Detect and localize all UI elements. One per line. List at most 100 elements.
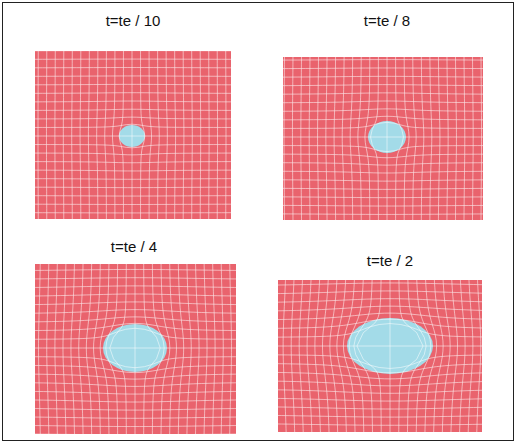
mesh-line xyxy=(152,264,164,434)
mesh-line xyxy=(283,93,483,95)
mesh-line xyxy=(396,57,404,220)
mesh-line xyxy=(35,425,236,427)
mesh-line xyxy=(35,416,236,418)
mesh-line xyxy=(278,389,482,393)
mesh-line xyxy=(35,84,231,86)
mesh-line xyxy=(433,280,443,432)
mesh-line xyxy=(217,51,218,219)
mesh-line xyxy=(283,85,483,86)
mesh-line xyxy=(169,264,176,434)
mesh-line xyxy=(283,122,483,128)
mesh-line xyxy=(186,264,191,434)
mesh-line xyxy=(278,319,482,329)
mesh-line xyxy=(358,57,362,220)
mesh-line xyxy=(35,124,231,127)
mesh-line xyxy=(166,51,167,219)
mesh-line xyxy=(283,76,483,77)
mesh-line xyxy=(467,280,473,432)
mesh-line xyxy=(278,324,482,338)
mesh-line xyxy=(350,57,353,220)
mesh-line xyxy=(35,365,236,373)
mesh-line xyxy=(158,51,160,219)
mesh-line xyxy=(212,264,215,434)
mesh-line xyxy=(35,269,236,271)
panel-title: t=te / 4 xyxy=(109,238,159,256)
mesh-line xyxy=(450,280,458,432)
panel-title: t=te / 8 xyxy=(362,12,412,30)
mesh-line xyxy=(88,51,89,219)
mesh-line xyxy=(365,57,370,220)
mesh-line xyxy=(309,57,310,220)
mesh-line xyxy=(291,280,296,432)
mesh-line xyxy=(421,57,424,220)
mesh-grid xyxy=(283,57,483,220)
mesh-line xyxy=(35,153,231,155)
mesh-line xyxy=(278,406,482,409)
mesh-grid xyxy=(35,51,231,219)
mesh-line xyxy=(278,380,482,385)
mesh-line xyxy=(278,283,482,286)
mesh-line xyxy=(141,51,145,219)
mesh-line xyxy=(337,280,347,432)
mesh-line xyxy=(315,280,322,432)
mesh-line xyxy=(35,145,231,148)
mesh-line xyxy=(35,162,231,163)
mesh-line xyxy=(475,280,480,432)
mesh-line xyxy=(35,187,231,189)
mesh-line xyxy=(278,313,482,320)
mesh-line xyxy=(35,92,231,94)
mesh-line xyxy=(112,51,115,219)
mesh-line xyxy=(326,57,328,220)
mesh-line xyxy=(278,398,482,402)
mesh-line xyxy=(225,51,226,219)
mesh-line xyxy=(35,195,231,196)
mesh-line xyxy=(283,188,483,189)
mesh-line xyxy=(447,57,449,220)
mesh-line xyxy=(203,264,207,434)
mesh-line xyxy=(283,137,483,138)
mesh-line xyxy=(35,136,231,137)
mesh-line xyxy=(430,57,432,220)
mesh-line xyxy=(278,432,482,433)
mesh-line xyxy=(283,163,483,166)
mesh-line xyxy=(71,264,75,434)
mesh-line xyxy=(413,57,417,220)
mesh-line xyxy=(283,171,483,173)
mesh-line xyxy=(191,51,193,219)
mesh-line xyxy=(455,57,456,220)
mesh-line xyxy=(283,280,287,432)
mesh-line xyxy=(283,59,483,61)
mesh-line xyxy=(278,291,482,295)
mesh-line xyxy=(441,280,450,432)
mesh-line xyxy=(278,346,482,347)
mesh-line xyxy=(283,146,483,152)
solid-domain xyxy=(283,57,483,220)
mesh-line xyxy=(480,57,482,220)
panel-title: t=te / 2 xyxy=(365,252,415,270)
mesh-line xyxy=(110,264,127,434)
mesh-line xyxy=(35,117,231,119)
mesh-line xyxy=(283,109,483,112)
mesh-line xyxy=(35,109,231,110)
mesh-line xyxy=(35,399,236,402)
mesh-line xyxy=(100,264,109,434)
mesh-line xyxy=(79,264,84,434)
mesh-line xyxy=(183,51,185,219)
mesh-line xyxy=(97,51,98,219)
mesh-line xyxy=(458,280,465,432)
mesh-line xyxy=(292,57,294,220)
mesh-line xyxy=(195,264,199,434)
mesh-line xyxy=(35,101,231,103)
mesh-line xyxy=(318,57,319,220)
mesh-line xyxy=(35,67,231,68)
mesh-line xyxy=(135,264,136,434)
mesh-line xyxy=(35,323,236,331)
mesh-line xyxy=(175,51,176,219)
mesh-line xyxy=(387,57,388,220)
mesh-line xyxy=(301,57,302,220)
mesh-line xyxy=(283,154,483,158)
mesh-line xyxy=(35,328,236,339)
mesh-line xyxy=(283,213,483,215)
mesh-line xyxy=(283,101,483,103)
